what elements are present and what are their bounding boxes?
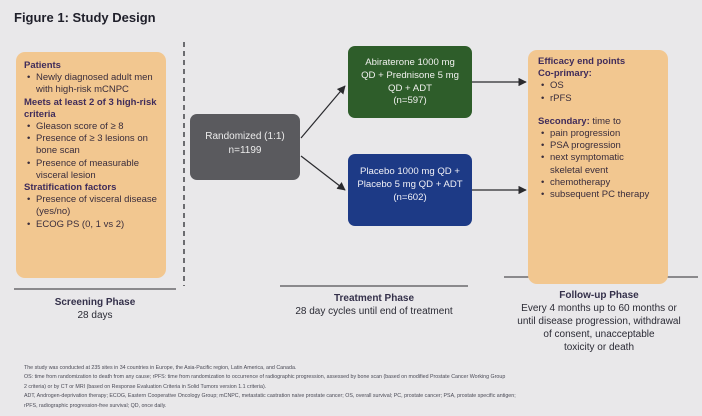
followup-phase-name: Follow-up Phase bbox=[559, 290, 639, 301]
footnote-line: 2 criteria) or by CT or MRI (based on Re… bbox=[24, 383, 267, 390]
footnote-line: ADT, Androgen-deprivation therapy; ECOG,… bbox=[24, 393, 516, 400]
randomized-label: Randomized (1:1) bbox=[205, 131, 285, 142]
stratification-heading: Stratification factors bbox=[24, 182, 117, 194]
criteria-item: Presence of measurable visceral lesion bbox=[27, 158, 158, 182]
followup-phase: Follow-up Phase Every 4 months up to 60 … bbox=[496, 289, 702, 354]
placebo-count: (n=602) bbox=[393, 191, 427, 203]
secondary-item: PSA progression bbox=[541, 140, 658, 152]
criteria-item: Presence of ≥ 3 lesions on bone scan bbox=[27, 133, 158, 157]
efficacy-endpoints-box: Efficacy end points Co-primary: OS rPFS … bbox=[528, 50, 668, 284]
followup-phase-detail: until disease progression, withdrawal bbox=[517, 316, 681, 327]
stratification-item: ECOG PS (0, 1 vs 2) bbox=[27, 219, 158, 231]
treatment-phase-name: Treatment Phase bbox=[333, 293, 415, 304]
abiraterone-count: (n=597) bbox=[393, 95, 427, 107]
secondary-label: Secondary: bbox=[538, 115, 590, 127]
secondary-item: subsequent PC therapy bbox=[541, 189, 658, 201]
randomized-count: n=1199 bbox=[228, 145, 262, 156]
footnote-line: The study was conducted at 235 sites in … bbox=[24, 365, 297, 371]
placebo-arm-box: Placebo 1000 mg QD + Placebo 5 mg QD + A… bbox=[348, 154, 472, 226]
followup-phase-detail: Every 4 months up to 60 months or bbox=[521, 303, 677, 314]
followup-phase-detail: of consent, unacceptable bbox=[543, 329, 655, 340]
screening-phase-detail: 28 days bbox=[77, 310, 113, 321]
screening-phase-name: Screening Phase bbox=[54, 297, 136, 308]
footnotes: The study was conducted at 235 sites in … bbox=[24, 364, 700, 411]
arrow-to-abiraterone bbox=[300, 85, 346, 139]
footnote-line: OS: time from randomization to death fro… bbox=[24, 374, 506, 381]
criteria-item: Gleason score of ≥ 8 bbox=[27, 121, 158, 133]
abiraterone-line: QD + ADT bbox=[388, 82, 432, 94]
efficacy-heading: Efficacy end points bbox=[538, 56, 626, 67]
treatment-phase: Treatment Phase 28 day cycles until end … bbox=[264, 292, 484, 318]
criteria-heading: Meets at least 2 of 3 high-risk criteria bbox=[24, 96, 157, 120]
coprimary-item: rPFS bbox=[541, 93, 658, 105]
patients-heading: Patients bbox=[24, 60, 61, 71]
abiraterone-line: Abiraterone 1000 mg bbox=[365, 57, 455, 68]
secondary-item: chemotherapy bbox=[541, 177, 658, 189]
followup-phase-detail: toxicity or death bbox=[563, 342, 635, 353]
treatment-phase-detail: 28 day cycles until end of treatment bbox=[295, 306, 453, 317]
secondary-item: next symptomatic skeletal event bbox=[541, 152, 658, 176]
figure-title: Figure 1: Study Design bbox=[14, 10, 156, 25]
abiraterone-line: QD + Prednisone 5 mg bbox=[361, 69, 459, 81]
secondary-suffix: time to bbox=[589, 115, 621, 127]
placebo-line: Placebo 5 mg QD + ADT bbox=[357, 178, 463, 190]
coprimary-item: OS bbox=[541, 80, 658, 92]
secondary-item: pain progression bbox=[541, 128, 658, 140]
stratification-item: Presence of visceral disease (yes/no) bbox=[27, 194, 158, 218]
screening-phase: Screening Phase 28 days bbox=[14, 296, 176, 322]
patients-item: Newly diagnosed adult men with high-risk… bbox=[27, 72, 158, 96]
footnote-line: rPFS, radiographic progression-free surv… bbox=[24, 402, 167, 409]
patients-box: Patients Newly diagnosed adult men with … bbox=[16, 52, 166, 278]
placebo-line: Placebo 1000 mg QD + bbox=[360, 166, 460, 177]
arrow-to-placebo bbox=[300, 155, 346, 191]
coprimary-heading: Co-primary: bbox=[538, 68, 592, 80]
abiraterone-arm-box: Abiraterone 1000 mg QD + Prednisone 5 mg… bbox=[348, 46, 472, 118]
randomized-box: Randomized (1:1) n=1199 bbox=[190, 114, 300, 180]
secondary-heading: Secondary: time to bbox=[538, 116, 658, 128]
